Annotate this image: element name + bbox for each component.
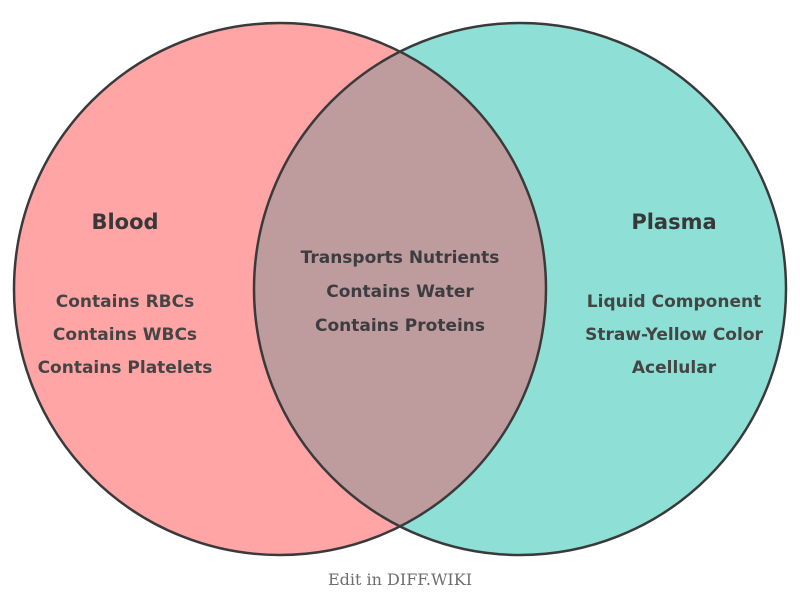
overlap-item: Contains Proteins	[314, 316, 486, 336]
overlap-region-fill	[254, 23, 546, 555]
blood-item: Contains Platelets	[37, 358, 213, 378]
blood-circle-outline	[12, 21, 548, 557]
plasma-item: Liquid Component	[586, 292, 762, 312]
blood-title: Blood	[91, 210, 159, 234]
blood-item: Contains WBCs	[52, 325, 198, 345]
plasma-title: Plasma	[631, 210, 717, 234]
plasma-item: Straw-Yellow Color	[585, 325, 763, 345]
plasma-circle-outline	[252, 21, 788, 557]
overlap-item: Transports Nutrients	[300, 248, 500, 268]
plasma-items: Liquid Component Straw-Yellow Color Acel…	[585, 294, 763, 377]
blood-items: Contains RBCs Contains WBCs Contains Pla…	[38, 294, 213, 377]
edit-in-diffwiki-link[interactable]: Edit in DIFF.WIKI	[327, 570, 473, 589]
plasma-item: Acellular	[631, 358, 717, 378]
overlap-items: Transports Nutrients Contains Water Cont…	[301, 250, 500, 335]
blood-item: Contains RBCs	[55, 292, 195, 312]
overlap-item: Contains Water	[326, 282, 474, 302]
